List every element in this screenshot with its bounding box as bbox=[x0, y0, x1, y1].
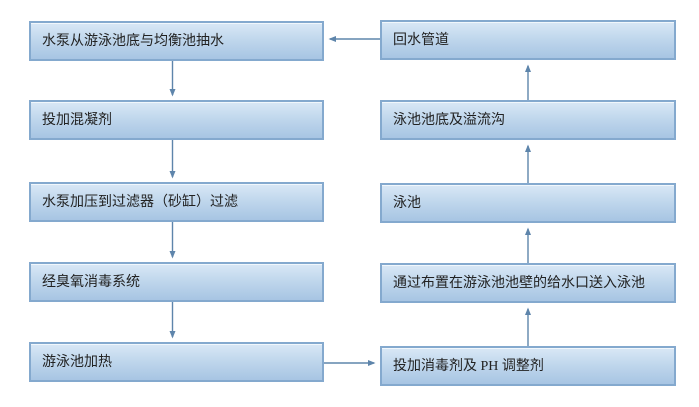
node-sand-filter: 水泵加压到过滤器（砂缸）过滤 bbox=[29, 182, 324, 222]
node-swimming-pool: 泳池 bbox=[380, 183, 676, 223]
node-wall-inlets: 通过布置在游泳池池壁的给水口送入泳池 bbox=[380, 263, 676, 303]
node-pump-intake: 水泵从游泳池底与均衡池抽水 bbox=[29, 21, 324, 61]
node-dose-disinfectant-ph: 投加消毒剂及 PH 调整剂 bbox=[380, 346, 676, 386]
node-add-coagulant: 投加混凝剂 bbox=[29, 100, 324, 140]
node-ozone-disinfect: 经臭氧消毒系统 bbox=[29, 262, 324, 302]
node-pool-bottom-gutter: 泳池池底及溢流沟 bbox=[380, 100, 676, 140]
node-pool-heating: 游泳池加热 bbox=[29, 342, 324, 382]
node-return-pipe: 回水管道 bbox=[380, 20, 676, 60]
